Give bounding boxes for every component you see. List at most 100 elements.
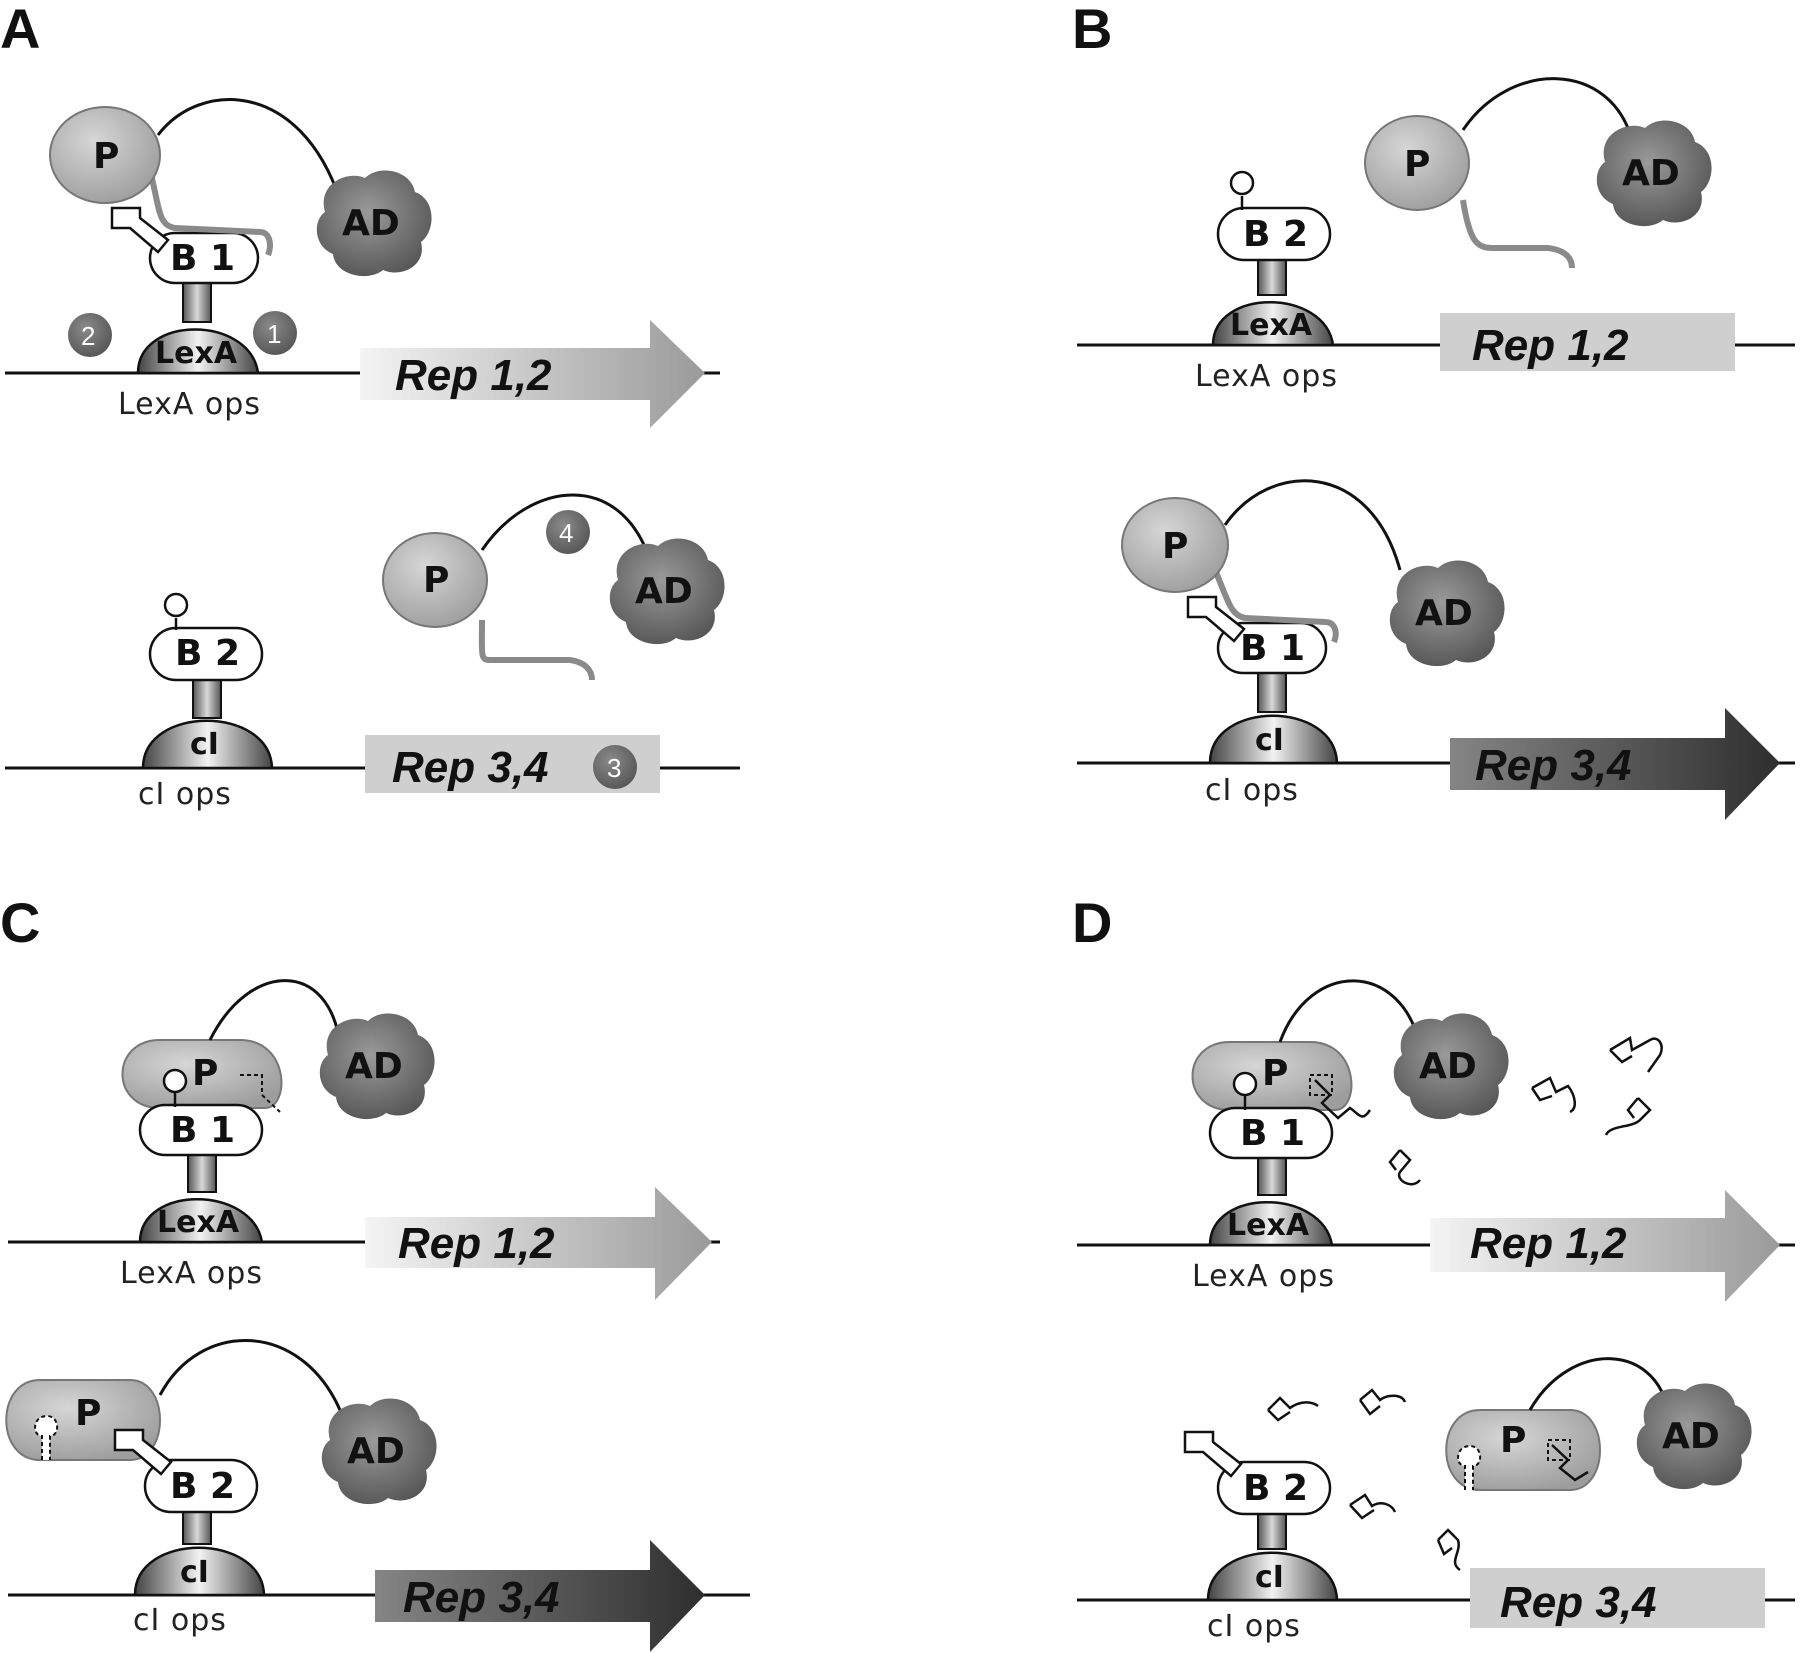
bait-b2: B 2 — [113, 1428, 259, 1514]
rep12-label: Rep 1,2 — [1472, 321, 1629, 370]
ad-label: AD — [1415, 593, 1473, 634]
rep12-label: Rep 1,2 — [398, 1219, 555, 1268]
prey-p-bound: P — [121, 1039, 283, 1113]
callout-2: 2 — [68, 313, 112, 357]
panel-b-bottom: Rep 3,4 cI cI ops B 1 P AD — [1077, 479, 1795, 820]
prey-p-free: P — [1445, 1409, 1601, 1491]
activation-domain: AD — [1596, 120, 1712, 227]
p-label: P — [423, 560, 449, 601]
reporter-box-rep12: Rep 1,2 — [1440, 313, 1735, 371]
bait-b2: B 2 — [1183, 1430, 1332, 1516]
p-label: P — [1404, 144, 1430, 185]
bait-b1: B 1 — [138, 1068, 264, 1157]
lexa-label: LexA — [1230, 308, 1313, 343]
activation-domain: AD — [319, 1013, 435, 1120]
activation-domain: AD — [1636, 1383, 1752, 1490]
ad-label: AD — [345, 1046, 403, 1087]
callout-3: 3 — [593, 745, 637, 789]
reporter-arrow-rep12: Rep 1,2 — [365, 1187, 712, 1300]
lexa-label: LexA — [157, 1205, 240, 1240]
svg-text:2: 2 — [81, 321, 95, 351]
rep34-label: Rep 3,4 — [392, 743, 549, 792]
svg-text:3: 3 — [607, 753, 621, 783]
b2-label: B 2 — [1243, 214, 1308, 255]
prey-p: P — [1121, 497, 1339, 644]
rep34-label: Rep 3,4 — [1500, 1578, 1657, 1627]
panel-a-top: Rep 1,2 LexA LexA ops 2 1 B 1 P — [5, 98, 720, 428]
lexa-ops-label: LexA ops — [118, 387, 261, 422]
reporter-arrow-rep12: Rep 1,2 — [360, 320, 705, 428]
panel-letter-c: C — [0, 891, 40, 954]
activation-domain: AD — [1389, 560, 1505, 667]
rep34-label: Rep 3,4 — [403, 1573, 560, 1622]
ci-dbd: cI — [1208, 671, 1339, 765]
b1-label: B 1 — [170, 1110, 235, 1151]
lexa-ops-label: LexA ops — [1195, 359, 1338, 394]
callout-4: 4 — [546, 510, 590, 554]
prey-p: P — [1364, 115, 1575, 269]
ci-ops-label: cI ops — [138, 777, 232, 812]
rep12-label: Rep 1,2 — [395, 351, 552, 400]
b1-label: B 1 — [1240, 1113, 1305, 1154]
free-ligand-molecules — [1388, 1035, 1663, 1186]
ci-label: cI — [1255, 723, 1284, 758]
b1-label: B 1 — [1240, 628, 1305, 669]
ad-label: AD — [347, 1431, 405, 1472]
p-label: P — [1162, 526, 1188, 567]
activation-domain: AD — [321, 1398, 437, 1505]
free-ligand-molecules — [1267, 1388, 1461, 1572]
b1-label: B 1 — [170, 238, 235, 279]
bait-b1: B 1 — [110, 206, 260, 285]
activation-domain: AD — [316, 170, 432, 277]
ci-dbd: cI — [1206, 1506, 1339, 1602]
activation-domain: AD — [609, 538, 725, 645]
reporter-arrow-rep34: Rep 3,4 — [1450, 708, 1780, 820]
ci-label: cI — [190, 727, 219, 762]
ci-label: cI — [1255, 1560, 1284, 1595]
lexa-dbd: LexA — [138, 1151, 264, 1244]
p-label: P — [1500, 1420, 1526, 1461]
p-label: P — [192, 1053, 218, 1094]
bait-b2: B 2 — [1216, 170, 1332, 262]
lexa-ops-label: LexA ops — [1192, 1259, 1335, 1294]
rep12-label: Rep 1,2 — [1470, 1219, 1627, 1268]
lexa-dbd: LexA — [1208, 1154, 1334, 1247]
lexa-label: LexA — [155, 336, 238, 371]
prey-p: P — [382, 532, 595, 681]
ci-ops-label: cI ops — [1205, 773, 1299, 808]
p-label: P — [75, 1393, 101, 1434]
ci-label: cI — [180, 1555, 209, 1590]
panel-d-bottom: Rep 3,4 cI cI ops B 2 P AD — [1077, 1357, 1795, 1644]
b2-label: B 2 — [1243, 1468, 1308, 1509]
lexa-dbd: LexA — [136, 281, 260, 375]
ci-ops-label: cI ops — [1207, 1609, 1301, 1644]
panel-a-bottom: Rep 3,4 3 cI cI ops B 2 P 4 — [5, 493, 740, 812]
p-label: P — [1262, 1053, 1288, 1094]
bait-b1: B 1 — [1186, 595, 1328, 675]
lexa-dbd: LexA — [1211, 254, 1335, 347]
b2-label: B 2 — [170, 1466, 235, 1507]
panel-b-top: Rep 1,2 LexA LexA ops B 2 P AD — [1077, 77, 1795, 394]
ad-label: AD — [635, 571, 693, 612]
panel-letter-d: D — [1072, 891, 1112, 954]
lexa-label: LexA — [1227, 1208, 1310, 1243]
lexa-ops-label: LexA ops — [120, 1256, 263, 1291]
panel-c-top: Rep 1,2 LexA LexA ops P B 1 AD — [8, 979, 720, 1300]
ad-label: AD — [1419, 1046, 1477, 1087]
b2-label: B 2 — [175, 633, 240, 674]
panel-c-bottom: Rep 3,4 cI cI ops P B 2 AD — [5, 1339, 750, 1652]
panel-d-top: Rep 1,2 LexA LexA ops P B 1 AD — [1077, 979, 1795, 1302]
prey-p-bound: P — [1191, 1041, 1372, 1120]
ad-label: AD — [1622, 153, 1680, 194]
reporter-arrow-rep12: Rep 1,2 — [1430, 1190, 1780, 1302]
panel-letter-b: B — [1072, 0, 1112, 60]
prey-p: P — [49, 106, 273, 257]
svg-text:4: 4 — [559, 518, 573, 548]
p-label: P — [93, 136, 119, 177]
bait-b2: B 2 — [148, 592, 264, 682]
reporter-arrow-rep34: Rep 3,4 — [375, 1540, 705, 1652]
reporter-box-rep34: Rep 3,4 — [1470, 1568, 1765, 1628]
panel-letter-a: A — [0, 0, 40, 60]
rep34-label: Rep 3,4 — [1475, 741, 1632, 790]
ci-dbd: cI — [141, 677, 274, 770]
